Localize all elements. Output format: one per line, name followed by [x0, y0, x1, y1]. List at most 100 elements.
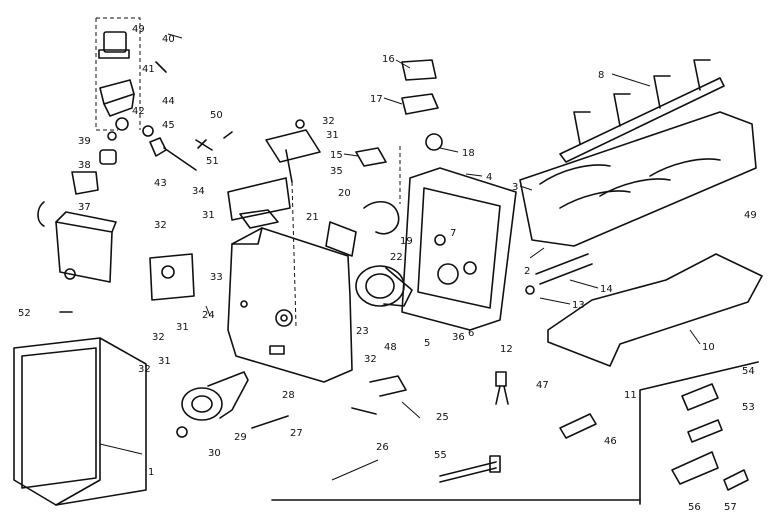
part-fill-tube: [149, 137, 197, 171]
callout-21: 21: [306, 212, 319, 223]
part-wire-connector: [495, 371, 509, 405]
callout-32-right: 32: [364, 354, 377, 365]
callout-55: 55: [434, 450, 447, 461]
callout-leaders: [99, 33, 701, 481]
callout-38: 38: [78, 160, 91, 171]
part-screw-30: [176, 426, 188, 438]
callout-11: 11: [624, 390, 637, 401]
callout-29: 29: [234, 432, 247, 443]
callout-16: 16: [382, 54, 395, 65]
callout-37: 37: [78, 202, 91, 213]
part-gear-assembly: [325, 201, 400, 257]
callout-34: 34: [192, 186, 205, 197]
callout-39: 39: [78, 136, 91, 147]
part-thermostat-bracket: [227, 177, 291, 229]
callout-49-right: 49: [744, 210, 757, 221]
callout-46: 46: [604, 436, 617, 447]
part-wire-harness: [439, 455, 501, 483]
callout-6: 6: [468, 328, 474, 339]
callout-31-top: 31: [326, 130, 339, 141]
part-linkage: [351, 375, 407, 415]
callout-56: 56: [688, 502, 701, 513]
callout-54: 54: [742, 366, 755, 377]
callout-14: 14: [600, 284, 613, 295]
part-adapter: [687, 419, 723, 443]
callout-24: 24: [202, 310, 215, 321]
callout-53: 53: [742, 402, 755, 413]
callout-19: 19: [400, 236, 413, 247]
callout-48: 48: [384, 342, 397, 353]
callout-25: 25: [436, 412, 449, 423]
part-fitting-57: [723, 469, 749, 491]
callout-22: 22: [390, 252, 403, 263]
callout-31-bottom: 31: [158, 356, 171, 367]
part-switch-block: [149, 253, 195, 301]
part-front-cover: [13, 337, 147, 506]
callout-4: 4: [486, 172, 492, 183]
callout-41: 41: [142, 64, 155, 75]
callout-42: 42: [132, 106, 145, 117]
callout-32-bottom: 32: [138, 364, 151, 375]
callout-31-mid: 31: [202, 210, 215, 221]
callout-8: 8: [598, 70, 604, 81]
callout-35: 35: [330, 166, 343, 177]
part-valve-bracket: [99, 79, 135, 117]
part-valve-fitting: [107, 117, 154, 141]
part-mounting-plate: [401, 167, 517, 331]
callout-3: 3: [512, 182, 518, 193]
callout-10: 10: [702, 342, 715, 353]
part-elbow-fitting: [37, 149, 117, 227]
part-support-bracket: [265, 119, 321, 183]
part-ejector-blades: [559, 59, 725, 163]
callout-7: 7: [450, 228, 456, 239]
callout-57: 57: [724, 502, 737, 513]
callout-18: 18: [462, 148, 475, 159]
callout-50: 50: [210, 110, 223, 121]
callout-17: 17: [370, 94, 383, 105]
callout-33: 33: [210, 272, 223, 283]
callout-40: 40: [162, 34, 175, 45]
callout-13: 13: [572, 300, 585, 311]
callout-32-mid: 32: [154, 220, 167, 231]
part-shaft: [251, 415, 289, 429]
part-solenoid-coil: [98, 31, 130, 59]
part-motor-housing: [227, 227, 353, 383]
callout-45: 45: [162, 120, 175, 131]
callout-51: 51: [206, 156, 219, 167]
part-ice-mold: [519, 111, 757, 247]
callout-36: 36: [452, 332, 465, 343]
callout-32-lower: 32: [152, 332, 165, 343]
callout-52: 52: [18, 308, 31, 319]
callout-labels: 1 2 3 4 5 6 7 8 10 11 12 13 14 15 16 17 …: [18, 24, 757, 513]
part-drive-gear: [181, 371, 249, 421]
part-small-brackets: [355, 59, 443, 167]
valve-subassembly-frame: [95, 17, 141, 131]
callout-49-top: 49: [132, 24, 145, 35]
callout-30: 30: [208, 448, 221, 459]
callout-5: 5: [424, 338, 430, 349]
part-water-valve: [681, 383, 719, 411]
part-heater-rods: [525, 253, 593, 295]
kit-frame: [271, 361, 759, 505]
callout-32-top: 32: [322, 116, 335, 127]
callout-15: 15: [330, 150, 343, 161]
callout-27: 27: [290, 428, 303, 439]
callout-28: 28: [282, 390, 295, 401]
callout-44: 44: [162, 96, 175, 107]
callout-26: 26: [376, 442, 389, 453]
part-clamp: [671, 451, 719, 485]
part-screw-44: [155, 61, 167, 73]
callout-23: 23: [356, 326, 369, 337]
part-small-screws: [195, 131, 233, 151]
callout-1: 1: [148, 467, 154, 478]
assembly-dashed-leaders: [291, 146, 401, 327]
part-shutoff-arm: [547, 253, 763, 367]
callout-2: 2: [524, 266, 530, 277]
callout-43: 43: [154, 178, 167, 189]
part-fill-cup: [55, 211, 117, 283]
callout-12: 12: [500, 344, 513, 355]
callout-31-lower: 31: [176, 322, 189, 333]
part-inlet-fitting: [559, 413, 597, 439]
